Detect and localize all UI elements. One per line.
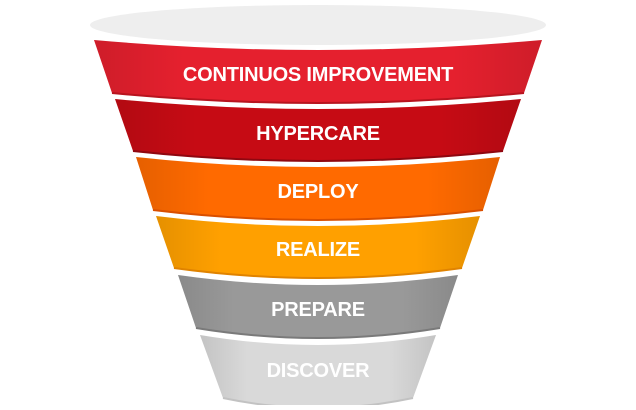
stage-band-continuous-improvement-edge — [111, 92, 525, 104]
stage-label-hypercare: HYPERCARE — [256, 123, 380, 145]
stage-label-deploy: DEPLOY — [277, 181, 359, 203]
stage-band-prepare-edge — [195, 327, 441, 339]
stage-band-realize-edge — [173, 267, 463, 279]
stage-band-hypercare-shade — [115, 99, 521, 161]
stage-band-deploy-edge — [152, 209, 484, 221]
stage-label-realize: REALIZE — [276, 239, 360, 261]
stage-label-continuous-improvement: CONTINUOS IMPROVEMENT — [183, 64, 453, 86]
stage-label-prepare: PREPARE — [271, 299, 365, 321]
funnel-rim — [90, 5, 546, 45]
stage-band-continuous-improvement-shade — [94, 40, 542, 103]
stage-band-realize-shade — [156, 216, 480, 278]
stage-band-discover-shade — [200, 335, 436, 408]
stage-band-hypercare-edge — [132, 150, 504, 162]
stage-band-prepare-shade — [178, 275, 458, 338]
stage-band-deploy-shade — [136, 157, 500, 220]
stage-label-discover: DISCOVER — [267, 360, 371, 382]
